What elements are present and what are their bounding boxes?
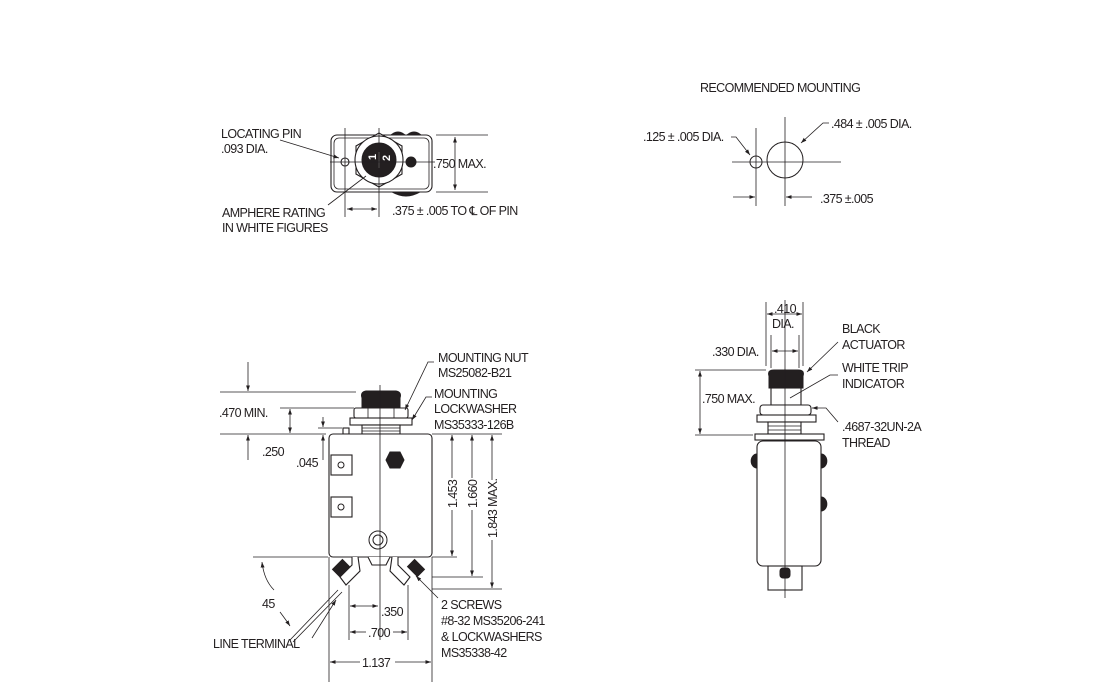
dim-410: .410 xyxy=(774,302,797,316)
screws-part-label: #8-32 MS35206-241 xyxy=(441,614,545,628)
nut-label: MOUNTING NUT xyxy=(438,351,529,365)
locating-pin xyxy=(342,427,350,435)
mounting-title: RECOMMENDED MOUNTING xyxy=(700,81,860,95)
lockwasher xyxy=(349,417,413,426)
dim-700: .700 xyxy=(368,626,391,640)
large-hole-label: .484 ± .005 DIA. xyxy=(831,117,912,131)
left-terminal xyxy=(339,556,361,586)
front-view: .470 MIN. .250 .045 1.453 1.660 1.843 MA… xyxy=(213,351,546,682)
rivet xyxy=(368,530,388,550)
small-hole-label: .125 ± .005 DIA. xyxy=(643,130,724,144)
height-dim-label: .750 MAX. xyxy=(433,157,486,171)
lockwasher xyxy=(756,414,817,423)
dim-470: .470 MIN. xyxy=(219,406,268,420)
thread-label: .4687-32UN-2A xyxy=(842,420,922,434)
nut-part-label: MS25082-B21 xyxy=(438,366,512,380)
actuator-label: BLACK xyxy=(842,322,881,336)
recommended-mounting: RECOMMENDED MOUNTING .125 ± .005 DIA. .4… xyxy=(643,81,912,206)
breaker-body xyxy=(328,433,433,558)
white-trip-indicator xyxy=(770,387,802,406)
dim-250: .250 xyxy=(262,445,285,459)
washer-label: MOUNTING xyxy=(434,387,497,401)
large-hole xyxy=(766,141,804,179)
actuator-label-2: ACTUATOR xyxy=(842,338,905,352)
lockwashers-part-label: MS35338-42 xyxy=(441,646,507,660)
thread xyxy=(361,424,401,435)
top-view: 1 2 LOCATING PIN .093 DIA. .750 MAX. .37… xyxy=(221,127,519,235)
locating-pin-label: LOCATING PIN xyxy=(221,127,302,141)
pin-offset-label: .375 ± .005 TO ℄ OF PIN xyxy=(392,204,518,218)
breaker-body xyxy=(756,440,822,567)
hex-screw xyxy=(385,451,405,469)
bottom-bump xyxy=(390,191,422,197)
thread xyxy=(767,421,802,435)
dim-350: .350 xyxy=(381,605,404,619)
rating-numerator: 1 xyxy=(367,154,379,160)
left-screw xyxy=(331,558,351,578)
rating-label-2: IN WHITE FIGURES xyxy=(222,221,328,235)
dim-1843: 1.843 MAX. xyxy=(486,479,500,538)
dim-1453: 1.453 xyxy=(446,479,460,508)
washer-part-label: MS35333-126B xyxy=(434,418,514,432)
screws-label: 2 SCREWS xyxy=(441,598,502,612)
line-terminal-label: LINE TERMINAL xyxy=(213,637,300,651)
thread-label-2: THREAD xyxy=(842,436,890,450)
indicator-label: WHITE TRIP xyxy=(842,361,908,375)
indicator-label-2: INDICATOR xyxy=(842,377,905,391)
locating-pin-dia-label: .093 DIA. xyxy=(221,142,268,156)
dim-1137: 1.137 xyxy=(362,656,391,670)
lockwashers-label: & LOCKWASHERS xyxy=(441,630,542,644)
rating-denominator: 2 xyxy=(381,155,393,161)
dim-330: .330 DIA. xyxy=(712,345,759,359)
dim-410-dia: DIA. xyxy=(772,317,794,331)
small-hole xyxy=(749,155,763,169)
tab-lower xyxy=(330,496,353,518)
dim-750: .750 MAX. xyxy=(702,392,755,406)
right-terminal xyxy=(389,556,411,586)
black-actuator xyxy=(361,390,401,409)
side-view: .410 DIA. .330 DIA. .750 MAX. BLACK ACTU… xyxy=(695,300,923,598)
dim-045: .045 xyxy=(296,456,319,470)
angle-45: 45 xyxy=(262,597,275,611)
rating-label: AMPHERE RATING xyxy=(222,206,325,220)
dim-1660: 1.660 xyxy=(466,479,480,508)
mounting-nut xyxy=(353,407,409,419)
right-screw xyxy=(406,558,426,578)
tab-upper xyxy=(330,454,353,476)
flange xyxy=(754,433,825,441)
mounting-nut xyxy=(759,404,812,416)
bottom-boss xyxy=(367,556,391,566)
spacing-label: .375 ±.005 xyxy=(820,192,874,206)
black-actuator xyxy=(768,369,804,389)
washer-label-2: LOCKWASHER xyxy=(434,402,517,416)
